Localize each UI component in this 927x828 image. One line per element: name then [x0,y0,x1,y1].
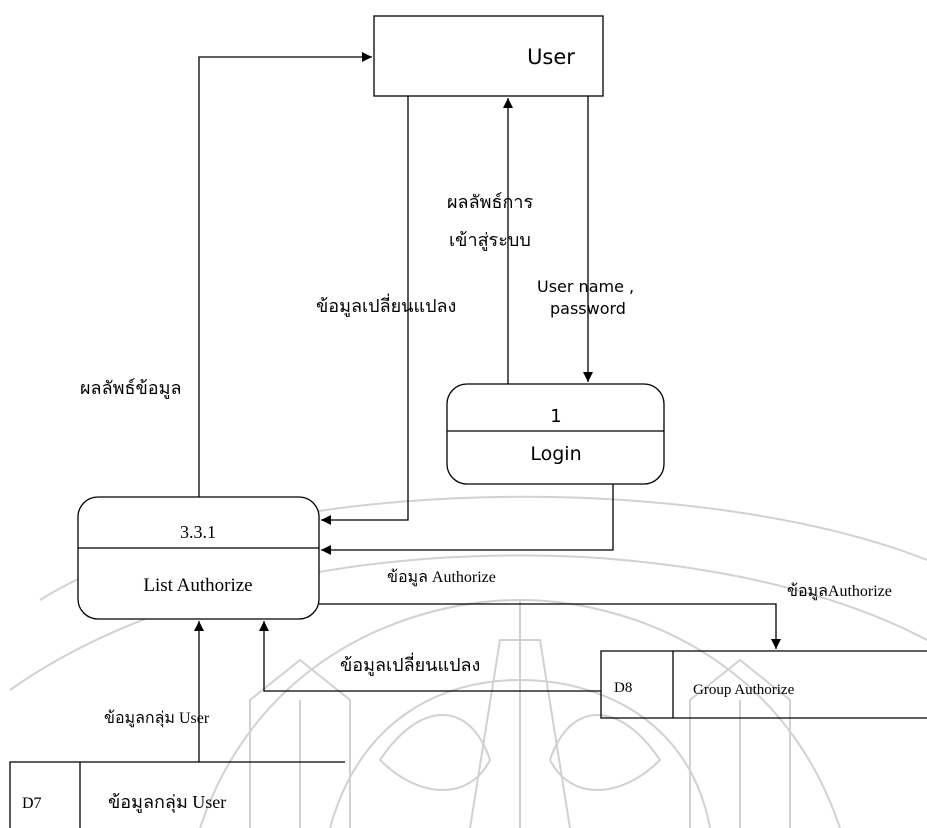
flow-login-result-label-line2: เข้าสู่ระบบ [449,230,531,251]
process-list-authorize-name: List Authorize [143,575,252,596]
flow-group-user-data-label: ข้อมูลกลุ่ม User [104,709,210,728]
datastore-d8-name: Group Authorize [693,682,795,698]
process-login-number: 1 [550,406,561,427]
flow-changed-data-arrow [321,96,409,525]
flow-authorize-to-d8-arrow [319,603,781,649]
process-list-authorize-number: 3.3.1 [180,522,216,542]
user-entity [373,15,604,97]
flow-login-result-label-line1: ผลลัพธ์การ [447,192,533,212]
process-list-authorize: 3.3.1 List Authorize [77,496,320,620]
datastore-d7-id: D7 [22,795,42,812]
datastore-d7-name: ข้อมูลกลุ่ม User [108,792,226,813]
datastore-d7: D7 ข้อมูลกลุ่ม User [9,761,345,828]
datastore-d8: D8 Group Authorize [600,650,927,719]
flow-authorize-data-label: ข้อมูล Authorize [387,568,496,587]
flow-d8-to-process-arrow [259,621,601,692]
flow-credentials-label-line2: password [550,299,626,318]
flow-changed-data-label: ข้อมูลเปลี่ยนแปลง [316,293,456,317]
user-entity-label: User [527,45,575,69]
process-login: 1 Login [446,383,665,485]
flow-result-data-arrow [198,52,372,497]
flow-result-data-label: ผลลัพธ์ข้อมูล [80,378,181,399]
process-login-name: Login [530,443,581,465]
datastore-d8-id: D8 [614,680,632,696]
flow-authorize-data-arrow [321,484,614,555]
watermark-seal-icon [9,495,927,828]
flow-changed-data-bottom-label: ข้อมูลเปลี่ยนแปลง [340,652,480,676]
flow-credentials-label-line1: User name , [537,277,634,296]
flow-authorize-data-right-label: ข้อมูลAuthorize [787,582,892,601]
